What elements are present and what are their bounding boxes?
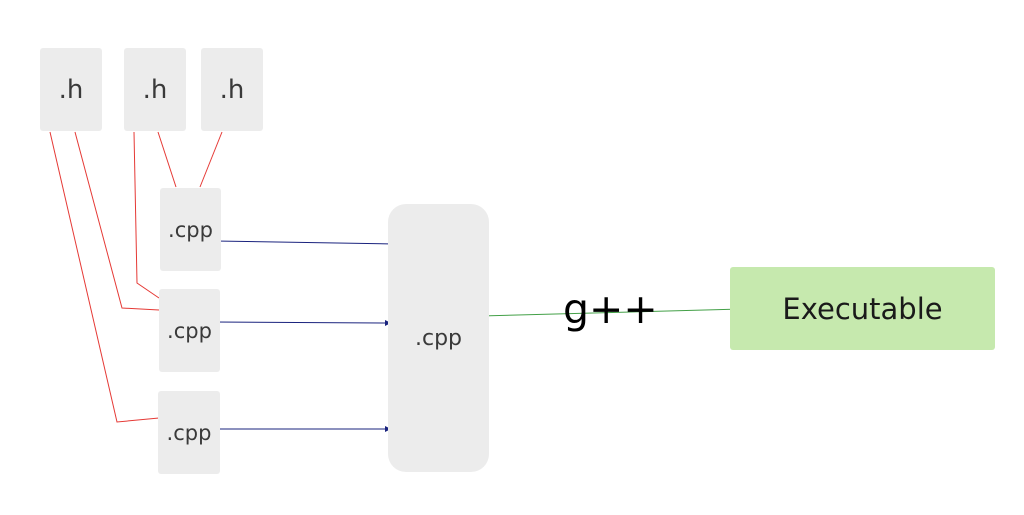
source-file-box-1: .cpp <box>160 188 221 271</box>
header-file-label: .h <box>58 74 84 105</box>
merge-edge-cpp1 <box>214 240 395 247</box>
source-file-label: .cpp <box>168 217 213 242</box>
header-file-box-1: .h <box>40 48 102 131</box>
include-edge-h1-cpp2 <box>74 131 160 311</box>
source-file-box-2: .cpp <box>159 289 220 372</box>
source-file-label: .cpp <box>166 420 212 445</box>
include-edge-h2-cpp2 <box>133 131 160 299</box>
include-edge-h2-cpp1 <box>157 131 177 188</box>
header-file-label: .h <box>142 74 168 105</box>
compile-edge <box>479 306 743 317</box>
header-file-box-2: .h <box>124 48 186 131</box>
executable-box: Executable <box>730 267 995 350</box>
header-file-label: .h <box>219 74 245 105</box>
merge-edge-cpp2 <box>213 319 391 326</box>
header-file-box-3: .h <box>201 48 263 131</box>
include-edge-h3-cpp1 <box>199 131 223 188</box>
compiler-label: g++ <box>563 285 658 333</box>
source-file-label: .cpp <box>167 318 212 343</box>
merged-source-label: .cpp <box>414 325 463 351</box>
merged-source-box: .cpp <box>388 204 489 472</box>
include-edge-h1-cpp3 <box>49 131 160 423</box>
executable-label: Executable <box>782 291 943 326</box>
source-file-box-3: .cpp <box>158 391 220 474</box>
